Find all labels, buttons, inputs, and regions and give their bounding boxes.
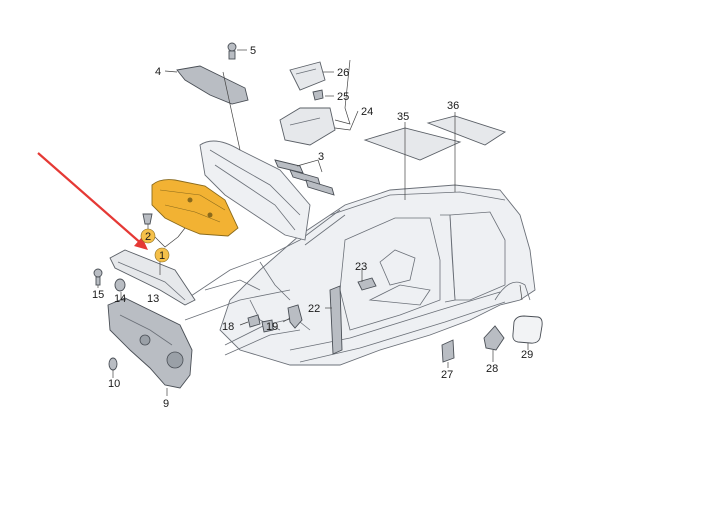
- callout-14: 14: [114, 293, 126, 305]
- callout-13: 13: [147, 293, 159, 305]
- callout-3: 3: [318, 151, 324, 163]
- cap-part-28: [483, 325, 505, 351]
- callout-badge-2: [140, 228, 156, 244]
- callout-18: 18: [222, 321, 234, 333]
- flap-part-29: [512, 315, 543, 344]
- callout-9: 9: [163, 398, 169, 410]
- callout-26: 26: [337, 67, 349, 79]
- callout-15: 15: [92, 289, 104, 301]
- callout-27: 27: [441, 369, 453, 381]
- insulation-pad-4: [164, 65, 249, 151]
- clip-part-15: [93, 268, 103, 286]
- car-body-shell: [184, 184, 536, 366]
- pillar-trim-22: [325, 285, 343, 355]
- grommet-part-14: [114, 278, 126, 292]
- callout-22: 22: [308, 303, 320, 315]
- bonnet-hood: [199, 140, 311, 241]
- bonnet-insulation-mat-highlighted: [151, 179, 239, 237]
- callout-labels: 1 2 3 4 5 9 10 13 14 15 18 19 22 23 24 2…: [92, 45, 533, 410]
- bracket-part-23: [357, 277, 377, 291]
- roof-mat-36: [426, 112, 507, 192]
- bracket-part-18: [239, 314, 274, 333]
- seal-strips-3: [274, 159, 335, 196]
- callout-5: 5: [250, 45, 256, 57]
- leader-lines: [97, 227, 529, 378]
- callout-28: 28: [486, 363, 498, 375]
- callout-4: 4: [155, 66, 161, 78]
- grommet-part-10: [108, 357, 118, 371]
- callout-36: 36: [447, 100, 459, 112]
- callout-badge-1: [154, 247, 170, 263]
- callout-1: 1: [159, 250, 165, 262]
- air-duct-group-24: [279, 59, 359, 146]
- callout-10: 10: [108, 378, 120, 390]
- callout-25: 25: [337, 91, 349, 103]
- bracket-part-19: [282, 304, 303, 329]
- callout-23: 23: [355, 261, 367, 273]
- callout-24: 24: [361, 106, 373, 118]
- callout-29: 29: [521, 349, 533, 361]
- trim-part-27: [441, 339, 455, 363]
- callout-2: 2: [145, 231, 151, 243]
- callout-35: 35: [397, 111, 409, 123]
- roof-mat-35: [363, 122, 462, 200]
- red-arrow-indicator: [37, 152, 148, 250]
- clip-part-5: [227, 42, 247, 60]
- bulkhead-insulation-9: [107, 297, 193, 396]
- callout-19: 19: [266, 321, 278, 333]
